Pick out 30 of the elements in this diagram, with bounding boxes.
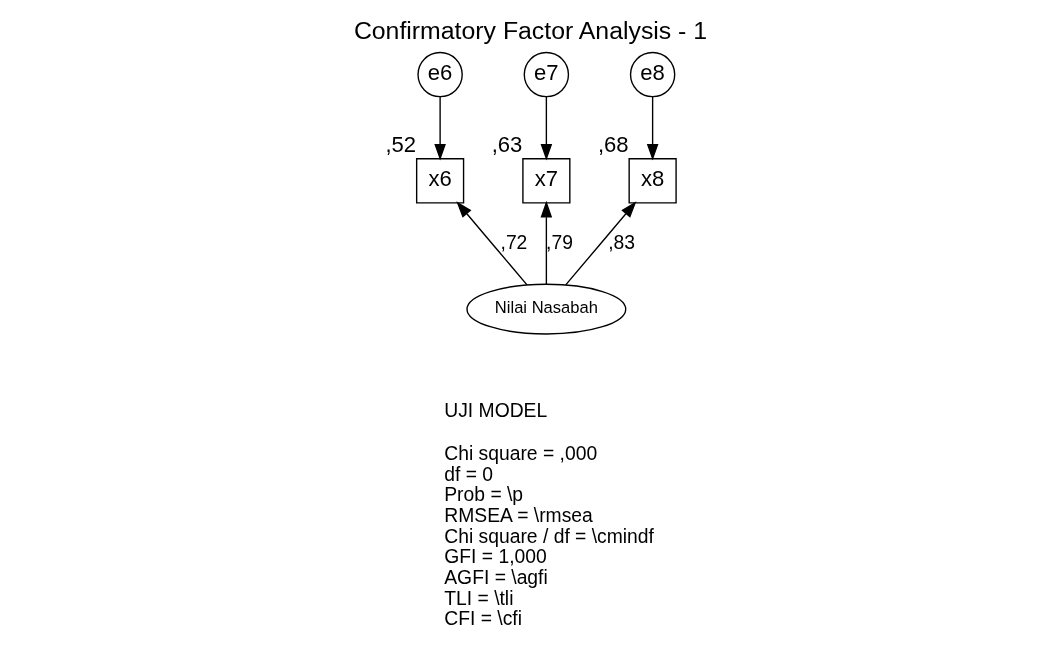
node-circle: e6: [417, 51, 463, 98]
label: Prob = \p: [444, 484, 524, 506]
node-circle: e7: [523, 51, 570, 98]
label: df = 0: [444, 463, 494, 485]
node-box: x8: [628, 158, 677, 204]
arrow: [565, 201, 637, 286]
label: TLI = \tli: [444, 587, 514, 609]
node-circle: e8: [629, 51, 676, 98]
label: GFI = 1,000: [444, 546, 547, 568]
arrow: [540, 200, 553, 285]
arrow: [646, 96, 659, 161]
node-label: ,63: [491, 131, 523, 157]
node-box: x7: [522, 158, 571, 204]
arrow: [434, 96, 446, 161]
arrow: [456, 201, 528, 286]
node-label: ,68: [597, 131, 629, 157]
label: Chi square / df = \cmindf: [444, 525, 654, 547]
arrow: [540, 96, 553, 161]
label: UJI MODEL: [444, 400, 548, 422]
diagram-title: Confirmatory Factor Analysis - 1: [353, 17, 708, 45]
label: Chi square = ,000: [444, 442, 598, 464]
label: RMSEA = \rmsea: [444, 504, 593, 526]
edge-label: ,79: [546, 231, 573, 253]
edge-label: ,83: [608, 231, 635, 253]
label: CFI = \cfi: [444, 608, 522, 630]
node-ellipse: Nilai Nasabah: [466, 283, 627, 335]
node-label: ,52: [385, 131, 417, 157]
label: AGFI = \agfi: [444, 567, 548, 589]
edge-label: ,72: [500, 231, 528, 253]
node-box: x6: [415, 158, 465, 204]
